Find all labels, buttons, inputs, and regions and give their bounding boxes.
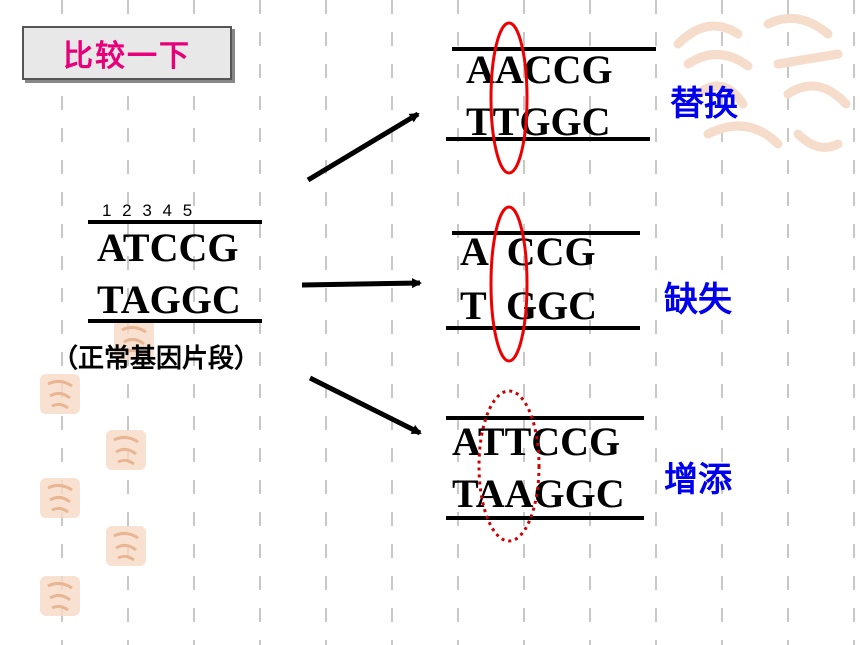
insertion-highlight-ellipse (477, 389, 541, 543)
deletion-label: 缺失 (664, 280, 732, 320)
substitution-highlight-ellipse (489, 21, 529, 175)
decorative-stamp-icon (114, 320, 154, 360)
decorative-stamp-icon (106, 526, 146, 566)
deletion-highlight-ellipse (489, 205, 529, 363)
insertion-label: 增添 (664, 460, 732, 500)
original-top-strand: ATCCG (97, 225, 239, 270)
deletion-top-strand: A CCG (460, 229, 596, 274)
decorative-watermark-icon (673, 13, 851, 152)
arrow-to-insertion (308, 375, 422, 436)
arrow-to-deletion (301, 278, 422, 289)
original-bottom-strand: TAGGC (97, 277, 241, 322)
decorative-stamp-icon (106, 430, 146, 470)
original-caption: （正常基因片段） (52, 344, 261, 374)
base-position-numbers: 1 2 3 4 5 (102, 201, 193, 220)
deletion-bottom-strand: T GGC (460, 283, 598, 328)
decorative-stamp-icon (40, 478, 80, 518)
decorative-stamp-icon (40, 576, 80, 616)
decorative-stamp-icon (40, 374, 80, 414)
arrow-to-substitution (306, 111, 420, 183)
page-title: 比较一下 (22, 26, 232, 80)
substitution-label: 替换 (670, 84, 738, 124)
